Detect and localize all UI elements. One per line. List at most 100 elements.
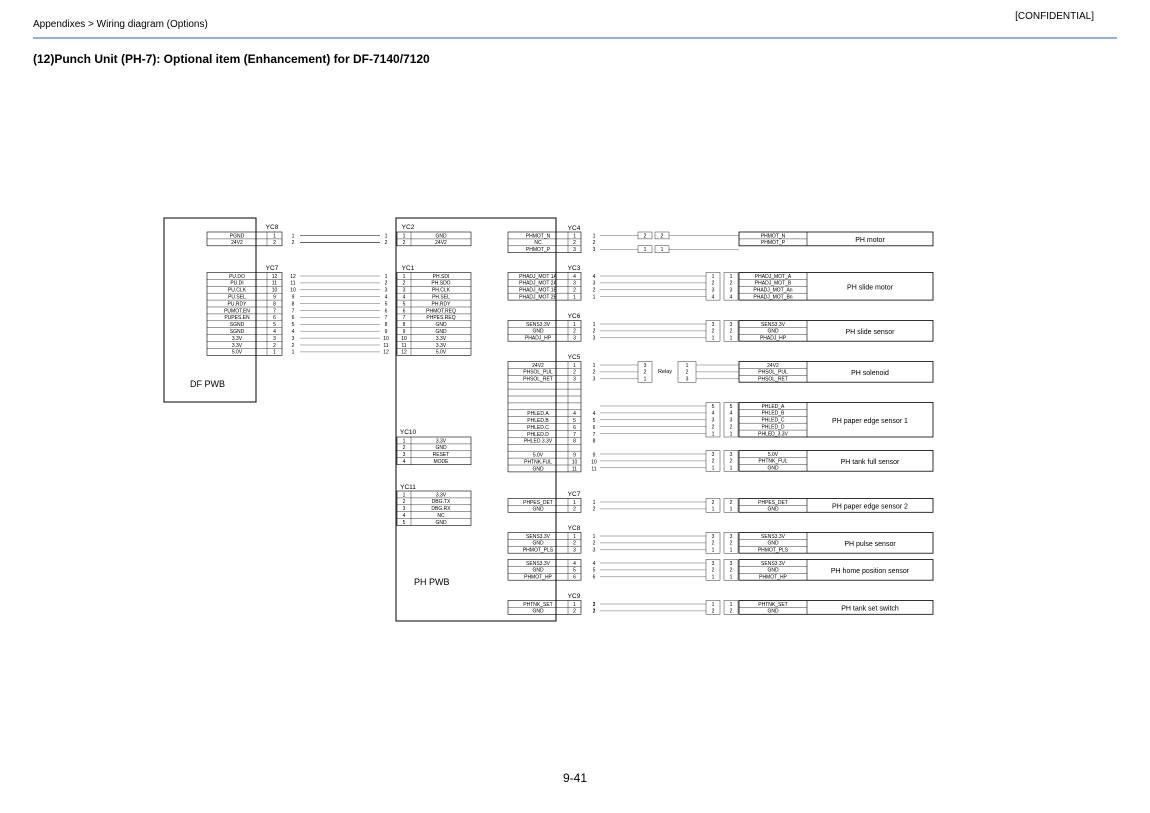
ph-yc3-table-cell: 2	[573, 288, 576, 294]
ph-yc9-table-cell: 1	[573, 602, 576, 608]
ph-yc4-harness-pin: 2	[593, 240, 596, 246]
device-ph-tank-full-sensor-pin-a: 3	[712, 452, 715, 458]
ph-yc1-harness-pin: 11	[383, 343, 388, 349]
df-yc7-table-cell: 4	[273, 329, 276, 335]
device-ph-paper-edge-sensor-2-pin-frame-a	[705, 498, 721, 513]
ph-yc8b-table-cell: 5	[573, 568, 576, 574]
ph-yc1-table-cell: 5	[403, 301, 406, 307]
df-yc7-harness-pin: 6	[292, 315, 295, 321]
df-yc7-table-cell: PU.DO	[229, 274, 245, 280]
device-ph-tank-full-sensor-pin-b: 2	[730, 459, 733, 465]
ph-yc8-table-cell: GND	[532, 541, 544, 547]
device-ph-paper-edge-sensor-1-pin-a: 4	[712, 411, 715, 417]
df-yc8-harness-pin: 1	[292, 233, 295, 239]
ph-yc8-table-cell: 3	[573, 548, 576, 554]
device-ph-motor-label: PH motor	[855, 237, 885, 244]
ph-yc5-harness-pin: 8	[593, 439, 596, 445]
df-yc7-name: YC7	[266, 265, 279, 272]
ph-yc10-table-cell: 2	[403, 445, 406, 451]
ph-yc5-table-cell: 3	[573, 377, 576, 383]
device-ph-solenoid-label: PH solenoid	[851, 370, 889, 377]
ph-yc1-table-cell: GND	[435, 329, 447, 335]
ph-yc6-table-cell: SENS3.3V	[526, 322, 551, 328]
df-yc7-table-cell: 3.3V	[232, 343, 243, 349]
ph-yc10-table-cell: RESET	[433, 452, 450, 458]
df-yc7-table-cell: PU.RDY	[228, 301, 248, 307]
device-ph-slide-motor-pin-a: 1	[712, 274, 715, 280]
ph-yc1-harness-pin: 2	[385, 281, 388, 287]
device-ph-slide-motor-pin-a: 2	[712, 281, 715, 287]
ph-pwb-label: PH PWB	[414, 577, 450, 587]
device-ph-motor-signal: PHMOT_N	[761, 233, 786, 239]
device-ph-slide-sensor-box	[738, 320, 934, 342]
ph-yc4-name: YC4	[568, 225, 581, 232]
df-pwb-label: DF PWB	[190, 379, 225, 389]
device-ph-paper-edge-sensor-1-pin-a: 1	[712, 431, 715, 437]
device-ph-solenoid-signal: PHSOL_PUL	[758, 370, 788, 376]
device-ph-home-position-sensor-signal: PHMOT_HP	[759, 575, 787, 581]
ph-yc1-table-cell: 3.3V	[436, 336, 447, 342]
ph-yc11-table-cell: 4	[403, 513, 406, 519]
device-ph-paper-edge-sensor-2-pin-frame-b	[723, 498, 739, 513]
device-ph-paper-edge-sensor-1-pin-b: 3	[730, 418, 733, 424]
motor-pin: 2	[661, 233, 664, 239]
df-yc7-harness-pin: 4	[292, 329, 295, 335]
ph-yc1-table-cell: PHMOT.REQ	[426, 308, 456, 314]
breadcrumb: Appendixes > Wiring diagram (Options)	[33, 19, 208, 30]
device-ph-tank-full-sensor-signal: 5.0V	[768, 452, 779, 458]
device-ph-slide-sensor-pin-frame-b	[723, 320, 739, 342]
relay-pin-right: 3	[686, 377, 689, 383]
ph-yc11-name: YC11	[400, 484, 416, 491]
ph-yc10-table-cell: 1	[403, 438, 406, 444]
device-ph-slide-motor-pin-b: 2	[730, 281, 733, 287]
device-ph-tank-full-sensor-pin-a: 1	[712, 466, 715, 472]
device-ph-slide-sensor-pin-b: 3	[730, 322, 733, 328]
ph-yc1-table-cell: 4	[403, 295, 406, 301]
ph-yc1-table-cell: 3.3V	[436, 343, 447, 349]
ph-yc5-harness-pin: 10	[591, 459, 597, 465]
df-yc7-table-cell: 12	[272, 274, 278, 280]
device-ph-pulse-sensor-pin-b: 2	[730, 541, 733, 547]
device-ph-pulse-sensor-signal: GND	[767, 541, 779, 547]
ph-yc1-harness-pin: 10	[383, 336, 389, 342]
device-ph-slide-sensor-signal: GND	[767, 329, 779, 335]
ph-yc11-table-cell: DBG.TX	[432, 499, 451, 505]
ph-yc10-table-cell: GND	[435, 445, 447, 451]
device-ph-paper-edge-sensor-1-pin-frame-b	[723, 402, 739, 438]
ph-yc5-table-cell: 1	[573, 363, 576, 369]
ph-yc9-table-cell: PHTNK_SET	[523, 602, 552, 608]
device-ph-slide-motor-signal: PHADJ_MOT_An	[753, 288, 792, 294]
device-ph-paper-edge-sensor-1-signal: PHLED_A	[762, 404, 785, 410]
df-yc8-table-cell: 24V2	[231, 240, 243, 246]
ph-yc1-harness-pin: 3	[385, 288, 388, 294]
ph-yc6-harness-pin: 1	[593, 322, 596, 328]
device-ph-paper-edge-sensor-2-signal: PHPES_DET	[758, 500, 788, 506]
ph-yc8-table-frame	[507, 532, 582, 554]
ph-yc9-table-cell: GND	[532, 609, 544, 615]
device-ph-tank-full-sensor-pin-b: 1	[730, 466, 733, 472]
ph-yc8b-table-cell: 6	[573, 575, 576, 581]
ph-yc9-name: YC9	[568, 593, 581, 600]
device-ph-home-position-sensor-pin-a: 2	[712, 568, 715, 574]
ph-yc11-table-cell: 5	[403, 520, 406, 526]
ph-yc11-table-cell: 3.3V	[436, 492, 447, 498]
device-ph-home-position-sensor-pin-b: 1	[730, 575, 733, 581]
ph-yc1-harness-pin: 1	[385, 274, 388, 280]
device-ph-paper-edge-sensor-1-label: PH paper edge sensor 1	[832, 418, 908, 425]
ph-yc1-table-cell: PHPES.REQ	[426, 315, 455, 321]
df-yc7-harness-pin: 7	[292, 308, 295, 314]
device-ph-slide-sensor-pin-a: 3	[712, 322, 715, 328]
ph-yc3-harness-pin: 1	[593, 295, 596, 301]
ph-yc1-table-cell: 11	[401, 343, 406, 349]
ph-yc5-table-cell: 5	[573, 418, 576, 424]
device-ph-tank-full-sensor-label: PH tank full sensor	[841, 459, 900, 466]
df-yc7-table-cell: SGND	[230, 322, 245, 328]
ph-yc11-table-cell: GND	[435, 520, 447, 526]
df-yc7-harness-pin: 11	[290, 281, 295, 287]
df-yc8-table-cell: PGND	[230, 233, 245, 239]
device-ph-home-position-sensor-signal: GND	[767, 568, 779, 574]
device-ph-paper-edge-sensor-1-signal: PHLED_D	[761, 425, 784, 431]
ph-yc3-harness-pin: 2	[593, 288, 596, 294]
device-ph-tank-set-switch-pin-a: 2	[712, 609, 715, 615]
device-ph-pulse-sensor-pin-b: 3	[730, 534, 733, 540]
